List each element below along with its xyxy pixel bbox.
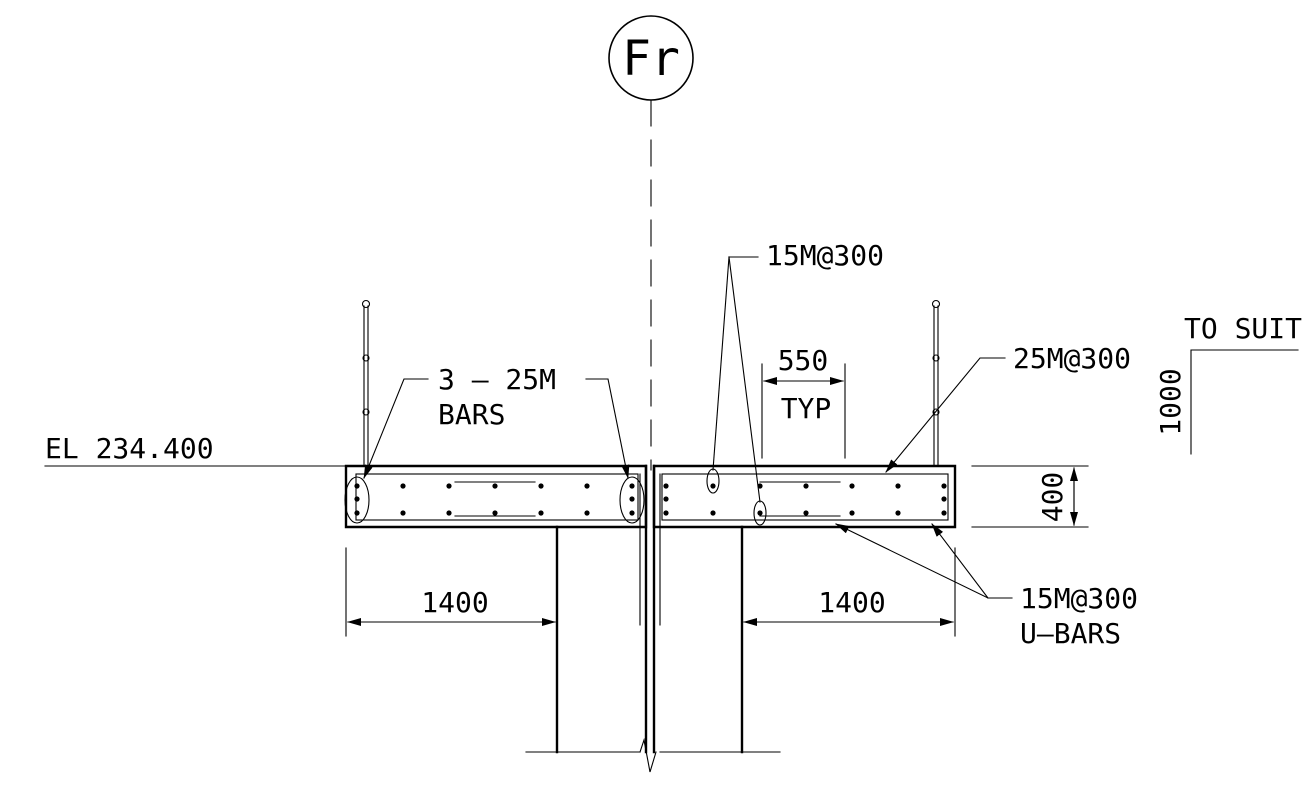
dimension-spacing-note: TYP: [781, 392, 832, 425]
right-railing: [931, 299, 941, 467]
callout-bars-line1: 3 – 25M: [438, 363, 556, 396]
callout-top-spacing-label: 15M@300: [766, 239, 884, 272]
bar-group-right-ellipse: [619, 476, 645, 524]
central-pier: [525, 464, 781, 773]
callout-top-bars-label: 25M@300: [1013, 342, 1131, 375]
dimension-right-overhang: 1400: [743, 547, 956, 637]
callout-bars-line2: BARS: [438, 398, 505, 431]
dimension-height-note: TO SUIT: [1184, 312, 1302, 345]
callout-top-spacing: 15M@300: [712, 239, 884, 503]
dimension-left-overhang: 1400: [345, 547, 556, 637]
dimension-spacing: 550 TYP: [761, 344, 846, 459]
left-railing: [361, 299, 371, 467]
callout-bars: 3 – 25M BARS: [363, 363, 630, 479]
dimension-left-overhang-value: 1400: [421, 586, 488, 619]
callout-ubars: 15M@300 U–BARS: [835, 523, 1138, 650]
callout-ubars-line1: 15M@300: [1020, 582, 1138, 615]
dimension-height-value: 1000: [1154, 368, 1187, 435]
bar-group-left-ellipse: [344, 476, 370, 524]
dimension-depth-value: 400: [1036, 472, 1069, 523]
dimension-right-overhang-value: 1400: [818, 586, 885, 619]
gridline-bubble: Fr: [608, 15, 694, 101]
top-bar-ellipse: [706, 468, 720, 494]
callout-ubars-line2: U–BARS: [1020, 617, 1121, 650]
right-slab-rebar-dots: [663, 483, 947, 516]
dimension-height: TO SUIT 1000: [1154, 312, 1302, 455]
callout-top-bars: 25M@300: [885, 342, 1131, 473]
right-slab: [652, 464, 957, 529]
dimension-spacing-value: 550: [778, 344, 829, 377]
dimension-depth: 400: [971, 465, 1089, 528]
elevation-label: EL 234.400: [45, 432, 214, 465]
left-slab-rebar-dots: [354, 483, 635, 516]
gridline-label: Fr: [622, 31, 680, 87]
elevation-marker: EL 234.400: [44, 432, 346, 467]
left-slab: [344, 464, 648, 529]
